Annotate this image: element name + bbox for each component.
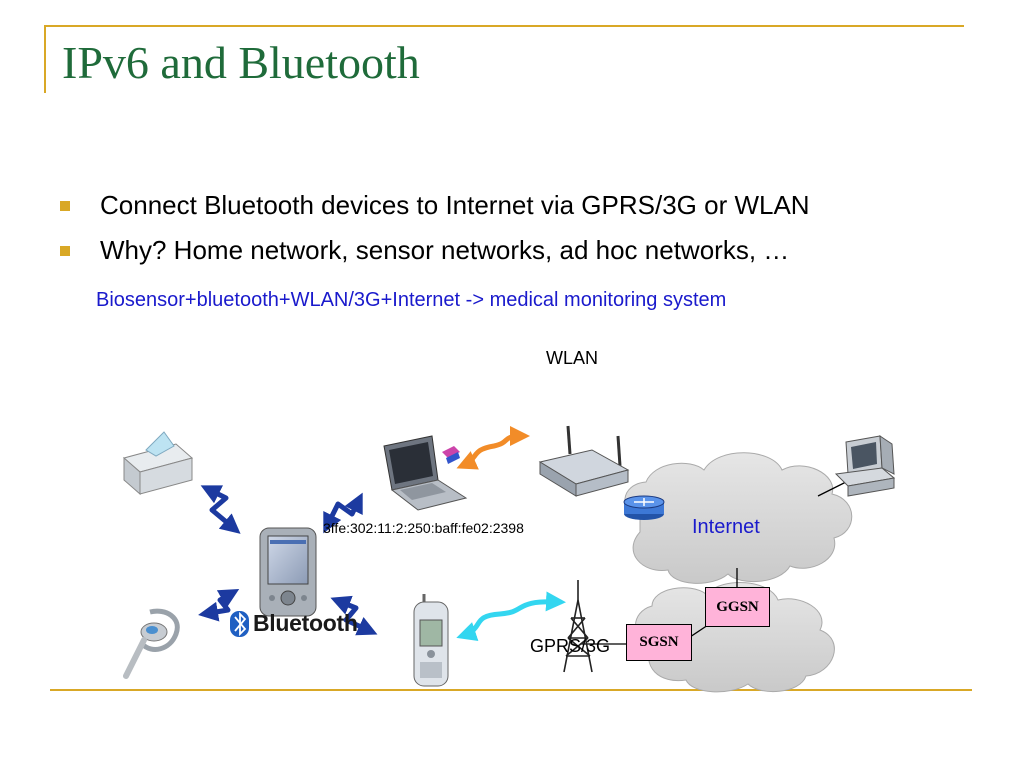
application-note: Biosensor+bluetooth+WLAN/3G+Internet -> … — [96, 289, 727, 311]
sgsn-node: SGSN — [626, 624, 692, 661]
access-point-icon — [538, 425, 630, 497]
wireless-card-icon — [442, 446, 460, 464]
wired-links — [580, 479, 851, 645]
phone-pda-link — [330, 595, 378, 636]
headset-icon — [123, 608, 180, 679]
printer-icon — [122, 431, 194, 496]
bluetooth-links — [198, 485, 378, 636]
bluetooth-logo-mark-icon — [230, 609, 250, 637]
ggsn-node: GGSN — [705, 587, 770, 627]
bullet-item: Why? Home network, sensor networks, ad h… — [60, 231, 810, 276]
pda-icon — [259, 527, 317, 617]
slide-title: IPv6 and Bluetooth — [62, 37, 420, 88]
headset-pda-link — [198, 589, 240, 622]
bluetooth-rune-icon — [230, 611, 249, 637]
wlan-link — [456, 426, 530, 470]
bullet-list: Connect Bluetooth devices to Internet vi… — [60, 186, 810, 276]
radio-link — [456, 591, 566, 642]
title-frame-top — [44, 25, 964, 27]
ipv6-address-label: 3ffe:302:11:2:250:baff:fe02:2398 — [323, 520, 524, 536]
bullet-marker-icon — [60, 201, 70, 211]
gprs-label: GPRS/3G — [530, 636, 611, 656]
router-icon — [623, 495, 665, 520]
internet-cloud — [624, 452, 853, 584]
laptop-icon — [383, 435, 468, 511]
bullet-text: Why? Home network, sensor networks, ad h… — [100, 235, 790, 265]
laptop-pda-link — [323, 492, 363, 534]
bluetooth-logo: Bluetooth — [230, 608, 358, 638]
printer-pda-link — [200, 485, 241, 534]
bullet-text: Connect Bluetooth devices to Internet vi… — [100, 190, 810, 220]
operator-cloud — [635, 582, 835, 693]
wlan-label: WLAN — [546, 348, 599, 368]
ggsn-sgsn-link — [689, 624, 709, 638]
title-frame-left — [44, 25, 46, 93]
cell-tower-icon — [563, 580, 593, 673]
bluetooth-logo-text: Bluetooth — [253, 609, 358, 636]
desktop-computer-icon — [834, 435, 896, 497]
mobile-phone-icon — [413, 594, 449, 687]
bullet-item: Connect Bluetooth devices to Internet vi… — [60, 186, 810, 231]
bullet-marker-icon — [60, 246, 70, 256]
footer-divider — [50, 689, 972, 691]
internet-label: Internet — [692, 516, 760, 538]
